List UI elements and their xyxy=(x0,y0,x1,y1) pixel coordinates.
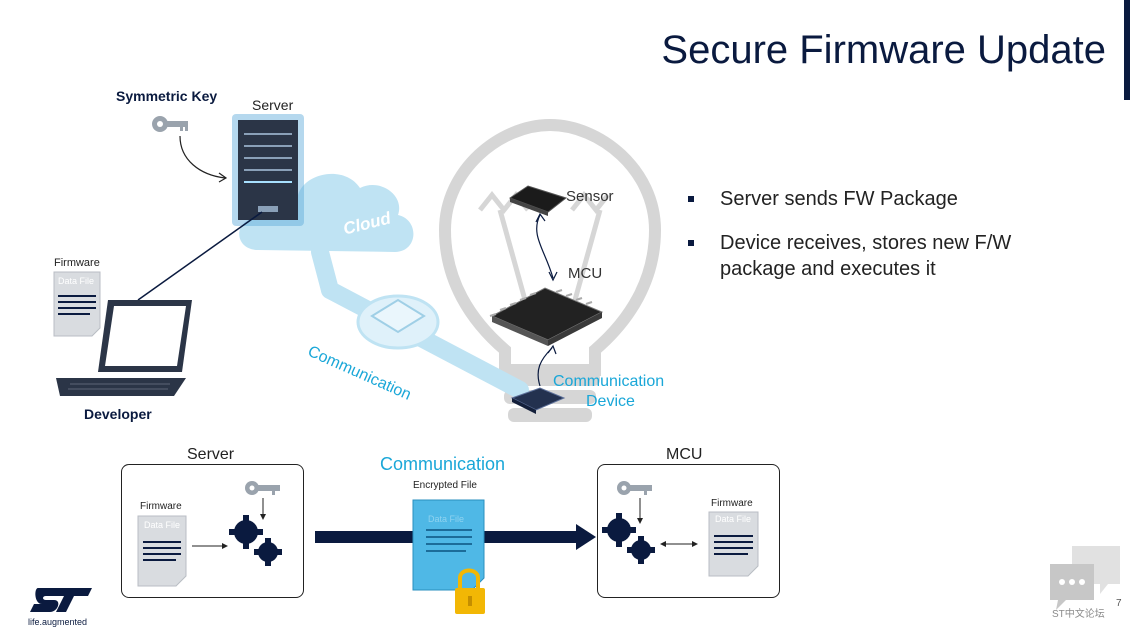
slide-title: Secure Firmware Update xyxy=(661,28,1106,72)
key-arrow xyxy=(179,135,226,179)
server-label: Server xyxy=(252,97,294,113)
mcu-key-icon xyxy=(617,481,652,495)
bottom-communication-label: Communication xyxy=(380,454,506,474)
communication-device-icon xyxy=(510,387,566,414)
server-firmware-label: Firmware xyxy=(140,501,182,512)
title-accent-bar xyxy=(1124,0,1130,100)
server-icon xyxy=(232,114,304,226)
mcu-label: MCU xyxy=(568,265,603,282)
bullet-item: Server sends FW Package xyxy=(688,186,1088,212)
sensor-label: Sensor xyxy=(566,188,614,205)
firmware-label: Firmware xyxy=(54,257,100,269)
encrypted-data-file-label: Data File xyxy=(428,514,465,524)
sensor-mcu-arrow xyxy=(536,214,554,279)
mcu-gears-icon xyxy=(602,513,655,564)
page-number: 7 xyxy=(1116,598,1122,609)
bottom-server-label: Server xyxy=(187,446,235,463)
firmware-document-icon xyxy=(53,271,101,337)
laptop-icon xyxy=(56,300,192,396)
server-gears-icon xyxy=(229,515,282,566)
flow-arrow-head xyxy=(576,524,596,550)
symmetric-key-label: Symmetric Key xyxy=(116,88,218,104)
server-laptop-link xyxy=(137,211,263,301)
bullet-item: Device receives, stores new F/W package … xyxy=(688,230,1088,282)
comm-device-label-line2: Device xyxy=(586,393,635,410)
key-icon xyxy=(152,116,188,132)
watermark-text: ST中文论坛 xyxy=(1052,609,1105,620)
server-key-icon xyxy=(245,481,280,495)
developer-label: Developer xyxy=(84,406,152,422)
bottom-mcu-label: MCU xyxy=(666,446,703,463)
data-file-label: Data File xyxy=(58,276,95,286)
padlock-icon xyxy=(455,568,485,614)
st-logo-icon xyxy=(30,588,92,612)
light-bulb-icon xyxy=(438,118,662,422)
chat-bubble-icon xyxy=(1050,546,1120,610)
encrypted-file-label: Encrypted File xyxy=(413,480,477,491)
server-firmware-document-icon xyxy=(137,515,187,587)
mcu-firmware-document-icon xyxy=(708,511,759,577)
comm-device-label-line1: Communication xyxy=(553,373,665,390)
mcu-chip-icon xyxy=(489,287,604,346)
bullet-list: Server sends FW Package Device receives,… xyxy=(688,186,1088,300)
mcu-data-file-label: Data File xyxy=(715,514,752,524)
logo-tagline: life.augmented xyxy=(28,617,88,627)
mcu-firmware-label: Firmware xyxy=(711,498,753,509)
sensor-chip-icon xyxy=(508,185,568,216)
server-data-file-label: Data File xyxy=(144,520,181,530)
